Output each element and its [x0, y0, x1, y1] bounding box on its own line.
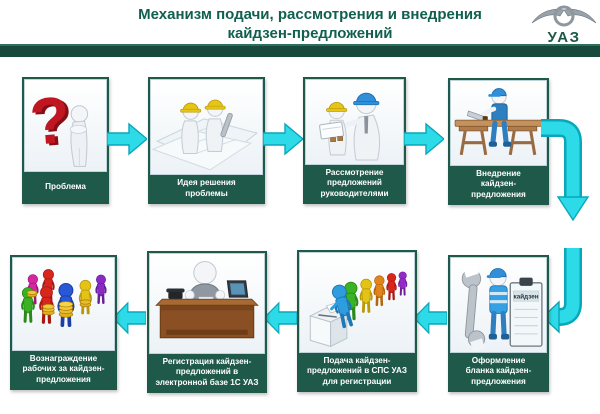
flow-box-form-label: Оформление бланка кайдзен- предложения [450, 353, 547, 391]
flow-box-implement-label: Внедрение кайдзен- предложения [450, 166, 547, 204]
flow-box-reward: Вознаграждение рабочих за кайдзен- предл… [10, 255, 117, 390]
label-line: Вознаграждение [29, 353, 98, 363]
svg-text:?: ? [27, 82, 73, 159]
flow-box-register-label: Регистрация кайдзен- предложений в элект… [149, 354, 265, 392]
page-title-line2: кайдзен-предложений [227, 25, 393, 42]
idea-image [150, 79, 263, 175]
flow-box-submit: Подача кайдзен- предложений в СПС УАЗ дл… [297, 250, 417, 392]
flow-box-form: кайдзен Оформление бланка кайдзен- предл… [448, 255, 549, 392]
label-line: электронной базе 1С УАЗ [155, 377, 259, 387]
flow-box-problem: ? ? Проблема [22, 77, 109, 204]
worker-sawing-icon [454, 88, 543, 156]
managers-review-icon [319, 92, 381, 161]
arrow-left-icon [414, 301, 447, 335]
page-title: Механизм подачи, рассмотрения и внедрени… [70, 5, 550, 43]
flow-box-problem-label: Проблема [24, 172, 107, 203]
header-divider [0, 44, 600, 57]
label-line: Регистрация кайдзен- [162, 356, 252, 366]
svg-text:?: ? [30, 83, 76, 160]
elbow-arrows-icon [541, 119, 590, 334]
clipboard-kaizen-text: кайдзен [514, 293, 539, 301]
flow-box-review-label: Рассмотрение предложений руководителями [305, 165, 404, 203]
flow-arrow-3 [404, 122, 444, 156]
label-line: Подача кайдзен- [323, 355, 391, 365]
label-line: Проблема [45, 181, 86, 191]
wrench-clipboard-worker-icon: кайдзен [461, 262, 543, 352]
flow-arrow-5 [264, 301, 297, 335]
arrow-left-icon [113, 301, 146, 335]
label-line: рабочих за кайдзен- [22, 364, 105, 373]
submit-image [299, 252, 415, 353]
page-title-line1: Механизм подачи, рассмотрения и внедрени… [138, 6, 482, 23]
label-line: предложения [471, 376, 526, 386]
arrow-right-icon [107, 122, 147, 156]
flow-box-submit-label: Подача кайдзен- предложений в СПС УАЗ дл… [299, 353, 415, 391]
label-line: Идея решения [177, 178, 236, 187]
arrow-down-elbow-icon [541, 119, 590, 222]
register-image [149, 253, 265, 354]
flow-row-transition [533, 103, 600, 348]
implement-image [450, 80, 547, 166]
label-line: предложений в СПС УАЗ [306, 366, 408, 375]
label-line: Внедрение [476, 168, 521, 178]
flow-box-review: Рассмотрение предложений руководителями [303, 77, 406, 204]
workers-blueprints-icon [151, 99, 259, 171]
flow-arrow-4 [414, 301, 447, 335]
uaz-logo-text: УАЗ [548, 29, 581, 45]
question-mark-figure-icon: ? ? [27, 82, 89, 167]
label-line: проблемы [185, 188, 228, 198]
coin-stack-icon [26, 290, 38, 298]
label-line: Оформление [471, 355, 526, 365]
flow-box-implement: Внедрение кайдзен- предложения [448, 78, 549, 205]
flow-box-idea-label: Идея решения проблемы [150, 175, 263, 202]
label-line: Рассмотрение [325, 167, 384, 177]
uaz-logo-icon: УАЗ [531, 5, 597, 45]
coin-stack-icon [58, 301, 74, 318]
label-line: предложения [471, 189, 526, 199]
clerk-desk-icon [155, 261, 259, 339]
label-line: кайдзен- [480, 179, 517, 188]
figures-coins-icon [20, 268, 108, 328]
flow-box-idea: Идея решения проблемы [148, 77, 265, 204]
reward-image [12, 257, 115, 351]
uaz-logo: УАЗ [530, 1, 598, 45]
label-line: для регистрации [322, 376, 392, 386]
flow-box-reward-label: Вознаграждение рабочих за кайдзен- предл… [12, 351, 115, 389]
arrow-left-elbow-icon [541, 248, 582, 334]
flow-box-register: Регистрация кайдзен- предложений в элект… [147, 251, 267, 393]
arrow-right-icon [263, 122, 303, 156]
coin-stack-icon [42, 303, 55, 316]
queue-ballot-box-icon [308, 270, 408, 348]
arrow-right-icon [404, 122, 444, 156]
arrow-left-icon [264, 301, 297, 335]
label-line: бланка кайдзен- [465, 366, 532, 375]
form-image: кайдзен [450, 257, 547, 353]
coin-stack-icon [79, 299, 92, 308]
flow-arrow-2 [263, 122, 303, 156]
problem-image: ? ? [24, 79, 107, 172]
flow-arrow-1 [107, 122, 147, 156]
flow-arrow-6 [113, 301, 146, 335]
review-image [305, 79, 404, 165]
label-line: руководителями [320, 188, 389, 198]
label-line: предложения [36, 374, 91, 384]
label-line: предложений в [175, 367, 239, 376]
label-line: предложений [327, 178, 382, 187]
